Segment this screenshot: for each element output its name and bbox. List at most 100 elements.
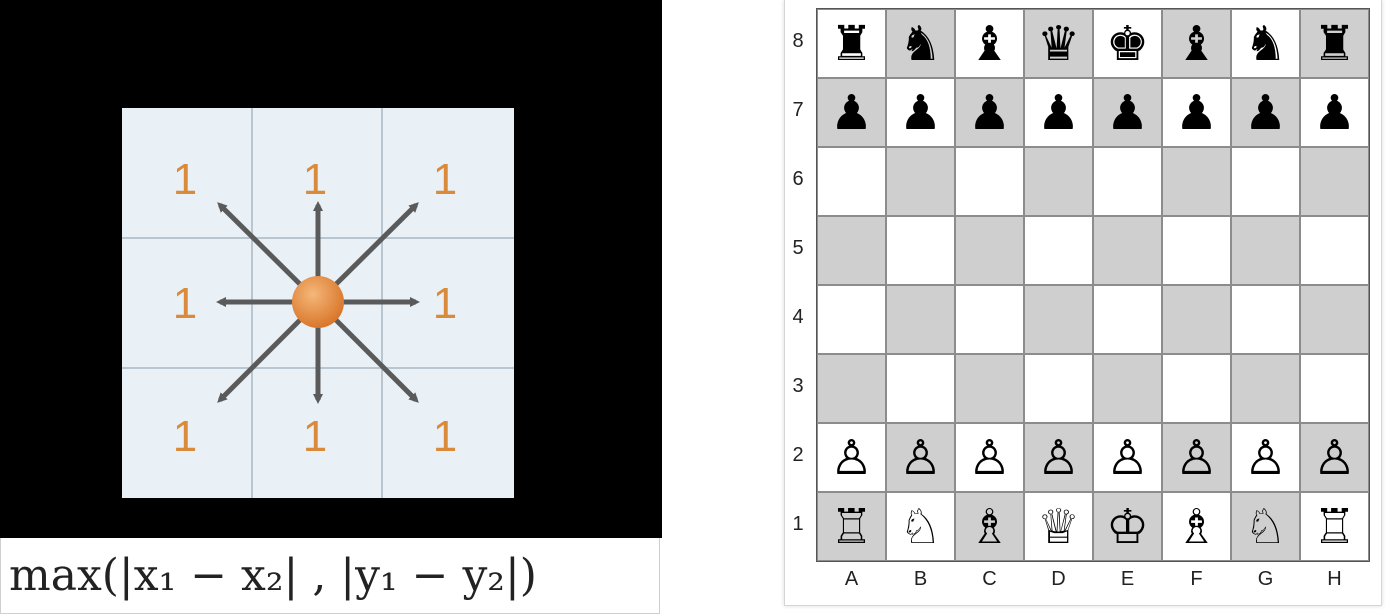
rank-label: 8 xyxy=(792,30,804,52)
rank-label: 6 xyxy=(792,168,804,190)
square-b3 xyxy=(886,354,955,423)
square-a1: ♖ xyxy=(817,492,886,561)
chess-piece: ♟ xyxy=(829,84,874,141)
square-c7: ♟ xyxy=(955,78,1024,147)
distance-value: 1 xyxy=(173,412,197,461)
rank-label: 5 xyxy=(792,237,804,259)
square-h7: ♟ xyxy=(1300,78,1369,147)
file-label: H xyxy=(1327,568,1342,590)
chess-piece: ♟ xyxy=(1174,84,1219,141)
king-move-grid: 1 1 1 1 1 1 1 1 xyxy=(122,108,514,498)
formula-text: max(|x₁ − x₂| , |y₁ − y₂|) xyxy=(9,550,537,601)
distance-value: 1 xyxy=(433,155,457,204)
chess-piece: ♚ xyxy=(1105,15,1150,72)
square-a2: ♙ xyxy=(817,423,886,492)
rank-label: 3 xyxy=(792,375,804,397)
square-a7: ♟ xyxy=(817,78,886,147)
square-c6 xyxy=(955,147,1024,216)
square-d2: ♙ xyxy=(1024,423,1093,492)
file-label: B xyxy=(913,568,928,590)
square-f4 xyxy=(1162,285,1231,354)
square-g2: ♙ xyxy=(1231,423,1300,492)
chess-piece: ♔ xyxy=(1105,498,1150,555)
square-f1: ♗ xyxy=(1162,492,1231,561)
chess-piece: ♙ xyxy=(1174,429,1219,486)
chess-piece: ♛ xyxy=(1036,15,1081,72)
square-a8: ♜ xyxy=(817,9,886,78)
chess-piece: ♝ xyxy=(1174,15,1219,72)
square-d6 xyxy=(1024,147,1093,216)
distance-value: 1 xyxy=(173,155,197,204)
square-f2: ♙ xyxy=(1162,423,1231,492)
square-b6 xyxy=(886,147,955,216)
file-label: G xyxy=(1257,568,1274,590)
square-b1: ♘ xyxy=(886,492,955,561)
square-b5 xyxy=(886,216,955,285)
chess-piece: ♟ xyxy=(898,84,943,141)
distance-value: 1 xyxy=(303,412,327,461)
square-h6 xyxy=(1300,147,1369,216)
square-g1: ♘ xyxy=(1231,492,1300,561)
file-label: A xyxy=(844,568,859,590)
file-label: C xyxy=(982,568,997,590)
chess-piece: ♙ xyxy=(1243,429,1288,486)
square-d8: ♛ xyxy=(1024,9,1093,78)
chess-piece: ♗ xyxy=(967,498,1012,555)
center-piece-dot xyxy=(292,276,344,328)
chess-piece: ♙ xyxy=(1105,429,1150,486)
file-label: E xyxy=(1120,568,1135,590)
square-b8: ♞ xyxy=(886,9,955,78)
chess-piece: ♙ xyxy=(1312,429,1357,486)
chessboard: ♜♞♝♛♚♝♞♜♟♟♟♟♟♟♟♟♙♙♙♙♙♙♙♙♖♘♗♕♔♗♘♖ xyxy=(816,8,1370,562)
square-f5 xyxy=(1162,216,1231,285)
distance-value: 1 xyxy=(303,155,327,204)
square-e5 xyxy=(1093,216,1162,285)
chess-piece: ♟ xyxy=(1036,84,1081,141)
chess-piece: ♖ xyxy=(829,498,874,555)
file-label: D xyxy=(1051,568,1066,590)
square-b2: ♙ xyxy=(886,423,955,492)
rank-label: 2 xyxy=(792,444,804,466)
square-a3 xyxy=(817,354,886,423)
square-c5 xyxy=(955,216,1024,285)
square-g5 xyxy=(1231,216,1300,285)
square-h4 xyxy=(1300,285,1369,354)
square-a4 xyxy=(817,285,886,354)
square-a5 xyxy=(817,216,886,285)
distance-diagram-panel: 1 1 1 1 1 1 1 1 xyxy=(0,0,662,538)
square-e8: ♚ xyxy=(1093,9,1162,78)
file-label: F xyxy=(1190,568,1203,590)
chess-piece: ♙ xyxy=(967,429,1012,486)
square-g8: ♞ xyxy=(1231,9,1300,78)
square-f6 xyxy=(1162,147,1231,216)
chess-piece: ♞ xyxy=(898,15,943,72)
square-h8: ♜ xyxy=(1300,9,1369,78)
chess-piece: ♟ xyxy=(1312,84,1357,141)
rank-label: 1 xyxy=(792,513,804,535)
square-d1: ♕ xyxy=(1024,492,1093,561)
rank-label: 7 xyxy=(792,99,804,121)
chess-piece: ♙ xyxy=(829,429,874,486)
square-c2: ♙ xyxy=(955,423,1024,492)
chess-piece: ♟ xyxy=(1105,84,1150,141)
chess-piece: ♟ xyxy=(1243,84,1288,141)
chess-piece: ♙ xyxy=(1036,429,1081,486)
chess-piece: ♝ xyxy=(967,15,1012,72)
distance-value: 1 xyxy=(433,279,457,328)
chess-piece: ♙ xyxy=(898,429,943,486)
chess-piece: ♟ xyxy=(967,84,1012,141)
chess-piece: ♜ xyxy=(829,15,874,72)
square-g4 xyxy=(1231,285,1300,354)
square-e2: ♙ xyxy=(1093,423,1162,492)
chess-piece: ♗ xyxy=(1174,498,1219,555)
square-b7: ♟ xyxy=(886,78,955,147)
distance-value: 1 xyxy=(433,412,457,461)
chess-piece: ♖ xyxy=(1312,498,1357,555)
square-c4 xyxy=(955,285,1024,354)
chess-piece: ♜ xyxy=(1312,15,1357,72)
square-e1: ♔ xyxy=(1093,492,1162,561)
distance-value: 1 xyxy=(173,279,197,328)
square-f8: ♝ xyxy=(1162,9,1231,78)
chess-piece: ♞ xyxy=(1243,15,1288,72)
square-d7: ♟ xyxy=(1024,78,1093,147)
